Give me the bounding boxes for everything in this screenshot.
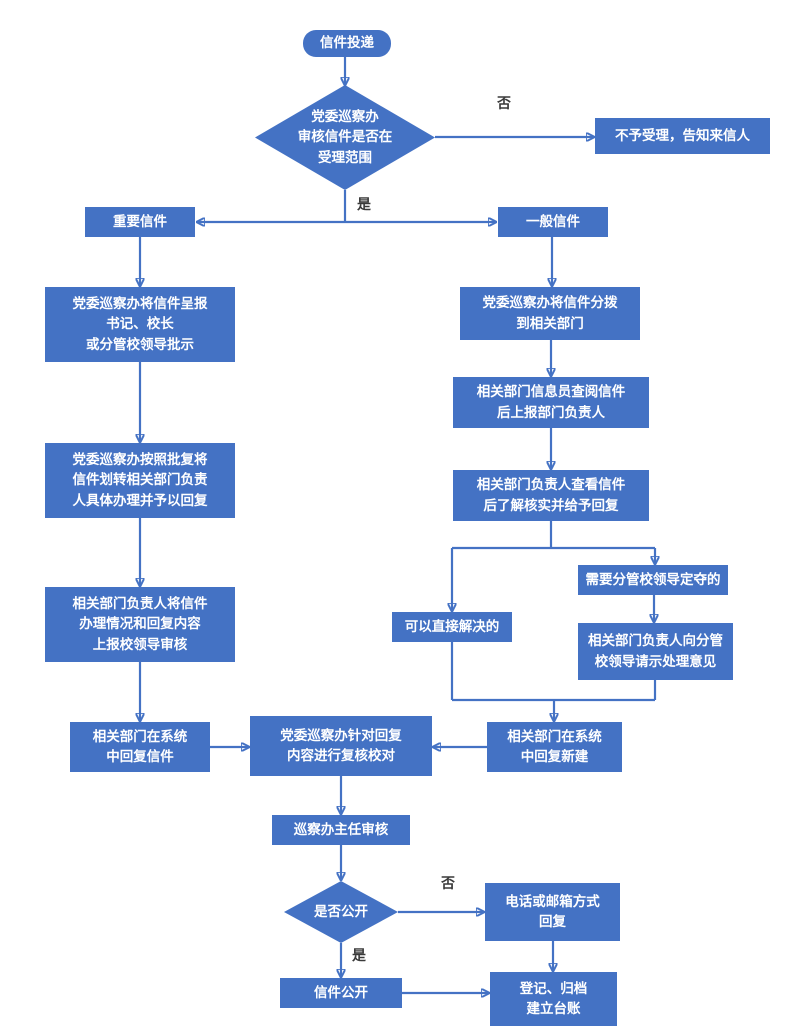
node-right-verify: 相关部门负责人查看信件 后了解核实并给予回复 (453, 470, 649, 521)
node-reject: 不予受理，告知来信人 (595, 118, 770, 154)
node-need-leader: 需要分管校领导定夺的 (578, 565, 728, 595)
node-right-inform: 相关部门信息员查阅信件 后上报部门负责人 (453, 377, 649, 428)
node-start: 信件投递 (303, 30, 391, 57)
node-director-review: 巡察办主任审核 (272, 815, 410, 845)
edge-label-public-no: 否 (441, 875, 455, 891)
node-register: 登记、归档 建立台账 (490, 972, 617, 1026)
edge-label-scope-yes: 是 (357, 196, 371, 212)
node-ask-leader: 相关部门负责人向分管 校领导请示处理意见 (578, 623, 733, 680)
node-important: 重要信件 (85, 207, 195, 237)
node-left-report: 党委巡察办将信件呈报 书记、校长 或分管校领导批示 (45, 287, 235, 362)
node-letter-public: 信件公开 (280, 978, 402, 1008)
node-center-review: 党委巡察办针对回复 内容进行复核校对 (250, 716, 432, 776)
edge-label-scope-no: 否 (497, 95, 511, 111)
edge-label-public-yes: 是 (352, 947, 366, 963)
node-left-transfer: 党委巡察办按照批复将 信件划转相关部门负责 人具体办理并予以回复 (45, 443, 235, 518)
node-left-reply: 相关部门在系统 中回复信件 (70, 722, 210, 772)
node-general: 一般信件 (498, 207, 608, 237)
node-right-dispatch: 党委巡察办将信件分拨 到相关部门 (460, 287, 640, 340)
node-direct: 可以直接解决的 (392, 612, 512, 642)
node-phone-email: 电话或邮箱方式 回复 (485, 883, 620, 941)
node-left-review: 相关部门负责人将信件 办理情况和回复内容 上报校领导审核 (45, 587, 235, 662)
node-right-reply: 相关部门在系统 中回复新建 (487, 722, 622, 772)
